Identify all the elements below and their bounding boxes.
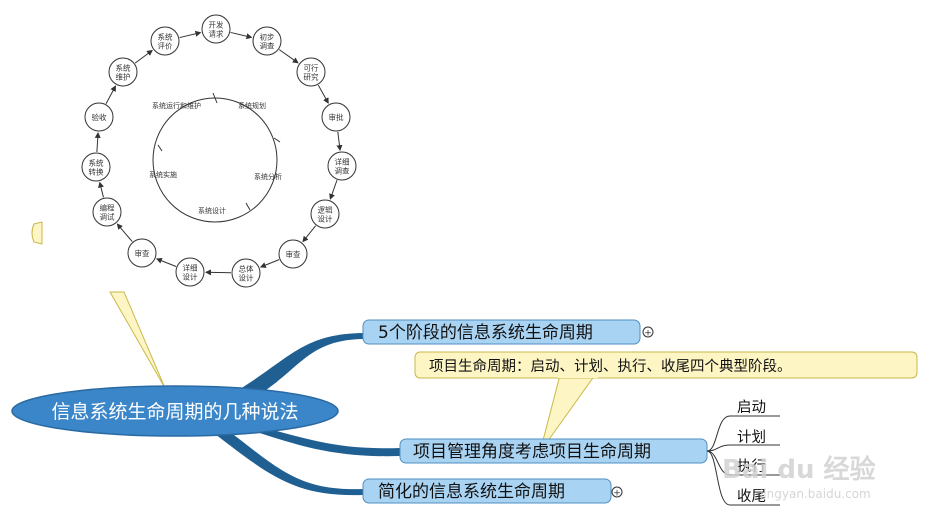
pm-phase-plan[interactable]: 计划 [737,429,766,446]
cycle-node-label: 调查 [260,41,275,51]
link-branch-2 [250,425,400,457]
branch-5-stage-lifecycle[interactable]: 5个阶段的信息系统生命周期 + [362,319,654,345]
cycle-arrow [329,179,338,200]
cycle-node-label: 总体 [239,264,254,274]
cycle-arrow [155,257,177,267]
inner-label-implementation: 系统实施 [149,170,177,179]
image-callout-pointer [109,291,166,389]
baidu-watermark: Bai du 经验 jingyan.baidu.com [722,454,876,501]
cycle-node-label: 初步 [260,32,275,42]
cycle-node-label: 调查 [335,166,350,176]
root-node[interactable]: 信息系统生命周期的几种说法 [11,385,339,437]
cycle-node-label: 验收 [92,112,107,122]
inner-label-planning: 系统规划 [238,101,266,110]
cycle-node-label: 审批 [329,112,344,122]
inner-label-analysis: 系统分析 [254,172,282,181]
cycle-arrow [105,85,116,105]
cycle-arrow [134,49,153,64]
link-branch-3 [215,432,363,496]
cycle-node-label: 系统 [89,158,104,168]
pm-phase-initiate[interactable]: 启动 [737,399,766,416]
callout-text: 项目生命周期：启动、计划、执行、收尾四个典型阶段。 [429,357,792,375]
cycle-arrow [179,30,202,39]
svg-text:+: + [644,329,652,339]
cycle-node-label: 维护 [116,72,131,82]
cycle-node: 验收 [84,102,114,132]
cycle-node-label: 开发 [209,20,224,30]
branch-simplified-label: 简化的信息系统生命周期 [378,482,565,502]
link-branch-1 [230,333,363,400]
expand-icon[interactable] [611,486,623,498]
cycle-node-label: 评价 [158,42,173,51]
pm-phase-connectors [706,415,780,506]
cycle-node-label: 逻辑 [318,205,333,215]
branch-5-stage-label: 5个阶段的信息系统生命周期 [378,323,593,343]
cycle-node: 审批 [321,102,351,132]
cycle-arrow [317,84,329,104]
cycle-arrow [259,259,280,268]
inner-label-design: 系统设计 [198,206,226,215]
cycle-node-label: 系统 [158,32,173,42]
cycle-node-label: 可行 [304,63,319,73]
cycle-node-label: 详细 [183,263,198,273]
pm-phase-close[interactable]: 收尾 [737,488,766,505]
cycle-node-label: 请求 [209,29,224,39]
cycle-arrow [278,49,299,64]
branch-simplified-lifecycle[interactable]: 简化的信息系统生命周期 + [362,478,623,504]
cycle-node-label: 详细 [335,157,350,167]
cycle-arrow [302,225,317,243]
root-label: 信息系统生命周期的几种说法 [51,401,298,423]
image-note-tab[interactable] [31,221,43,245]
cycle-node-label: 设计 [183,272,198,282]
cycle-arrow [116,223,133,242]
inner-label-operation: 系统运行和维护 [152,101,201,110]
inner-cycle [152,97,278,223]
cycle-arrow [98,181,104,198]
branch-project-management-label: 项目管理角度考虑项目生命周期 [413,442,651,462]
cycle-node-label: 审查 [135,248,150,258]
svg-text:Bai du 经验: Bai du 经验 [722,454,876,485]
branch-project-management[interactable]: 项目管理角度考虑项目生命周期 [399,438,708,464]
cycle-node-label: 设计 [318,214,333,224]
svg-text:jingyan.baidu.com: jingyan.baidu.com [759,487,871,501]
cycle-node-label: 调试 [100,212,115,222]
cycle-node-label: 研究 [304,72,319,82]
svg-text:+: + [613,489,621,499]
lifecycle-diagram: 开发请求初步调查可行研究审批详细调查逻辑设计审查总体设计详细设计审查编程调试系统… [81,14,357,288]
cycle-node: 审查 [127,238,157,268]
cycle-node-label: 转换 [89,167,104,177]
expand-icon[interactable] [642,326,654,338]
cycle-node-label: 系统 [116,63,131,73]
project-lifecycle-callout[interactable]: 项目生命周期：启动、计划、执行、收尾四个典型阶段。 [414,351,918,453]
cycle-arrow [230,31,253,40]
cycle-node: 审查 [278,239,308,269]
cycle-node-label: 审查 [286,249,301,259]
cycle-arrow [336,131,343,152]
pm-phase-execute[interactable]: 执行 [737,458,766,475]
cycle-node-label: 设计 [239,273,254,283]
cycle-arrow [94,131,101,153]
cycle-node-label: 编程 [100,203,115,213]
